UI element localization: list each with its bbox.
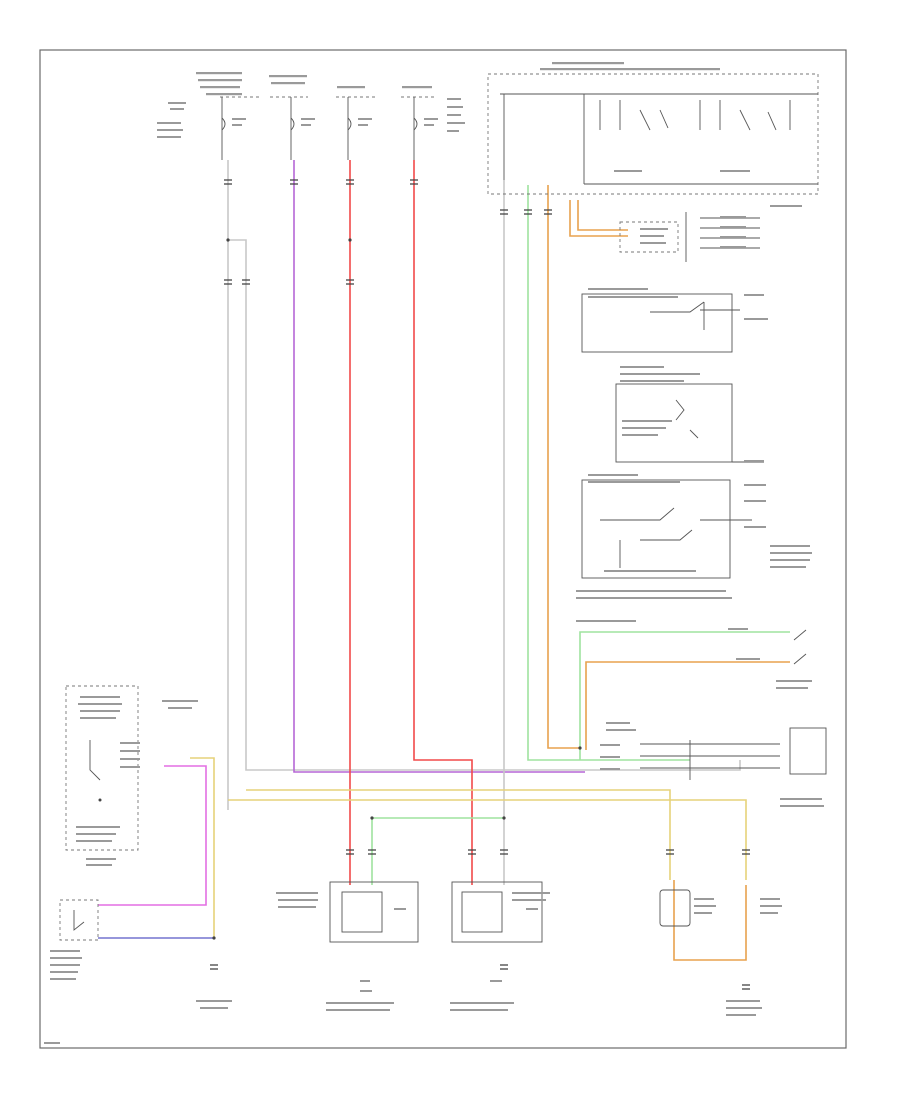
switch-box-2 [615,366,764,463]
switch-box-1 [581,288,768,353]
front-lamp-left [659,889,716,927]
connector-breaks [210,179,750,990]
front-lamp-right [760,898,782,914]
fuse-block-3 [347,97,372,160]
bus-relay-module [487,62,819,207]
fuse-area [157,72,465,160]
fuse-block-2 [290,97,315,160]
ground-connector-left [65,685,198,866]
ground-labels [44,980,762,1044]
right-connector [600,722,827,807]
switch-box-3 [576,474,812,599]
right-labels [576,620,812,689]
main-wires [98,160,790,961]
relay-sub-block [619,212,760,262]
fuse-labels [157,72,465,138]
actuator-left [276,881,419,943]
diagram-frame [39,49,847,1049]
actuator-right [451,881,550,943]
emergency-switch [50,899,99,980]
fuse-block-left [221,97,246,160]
fuse-block-4 [413,97,438,160]
